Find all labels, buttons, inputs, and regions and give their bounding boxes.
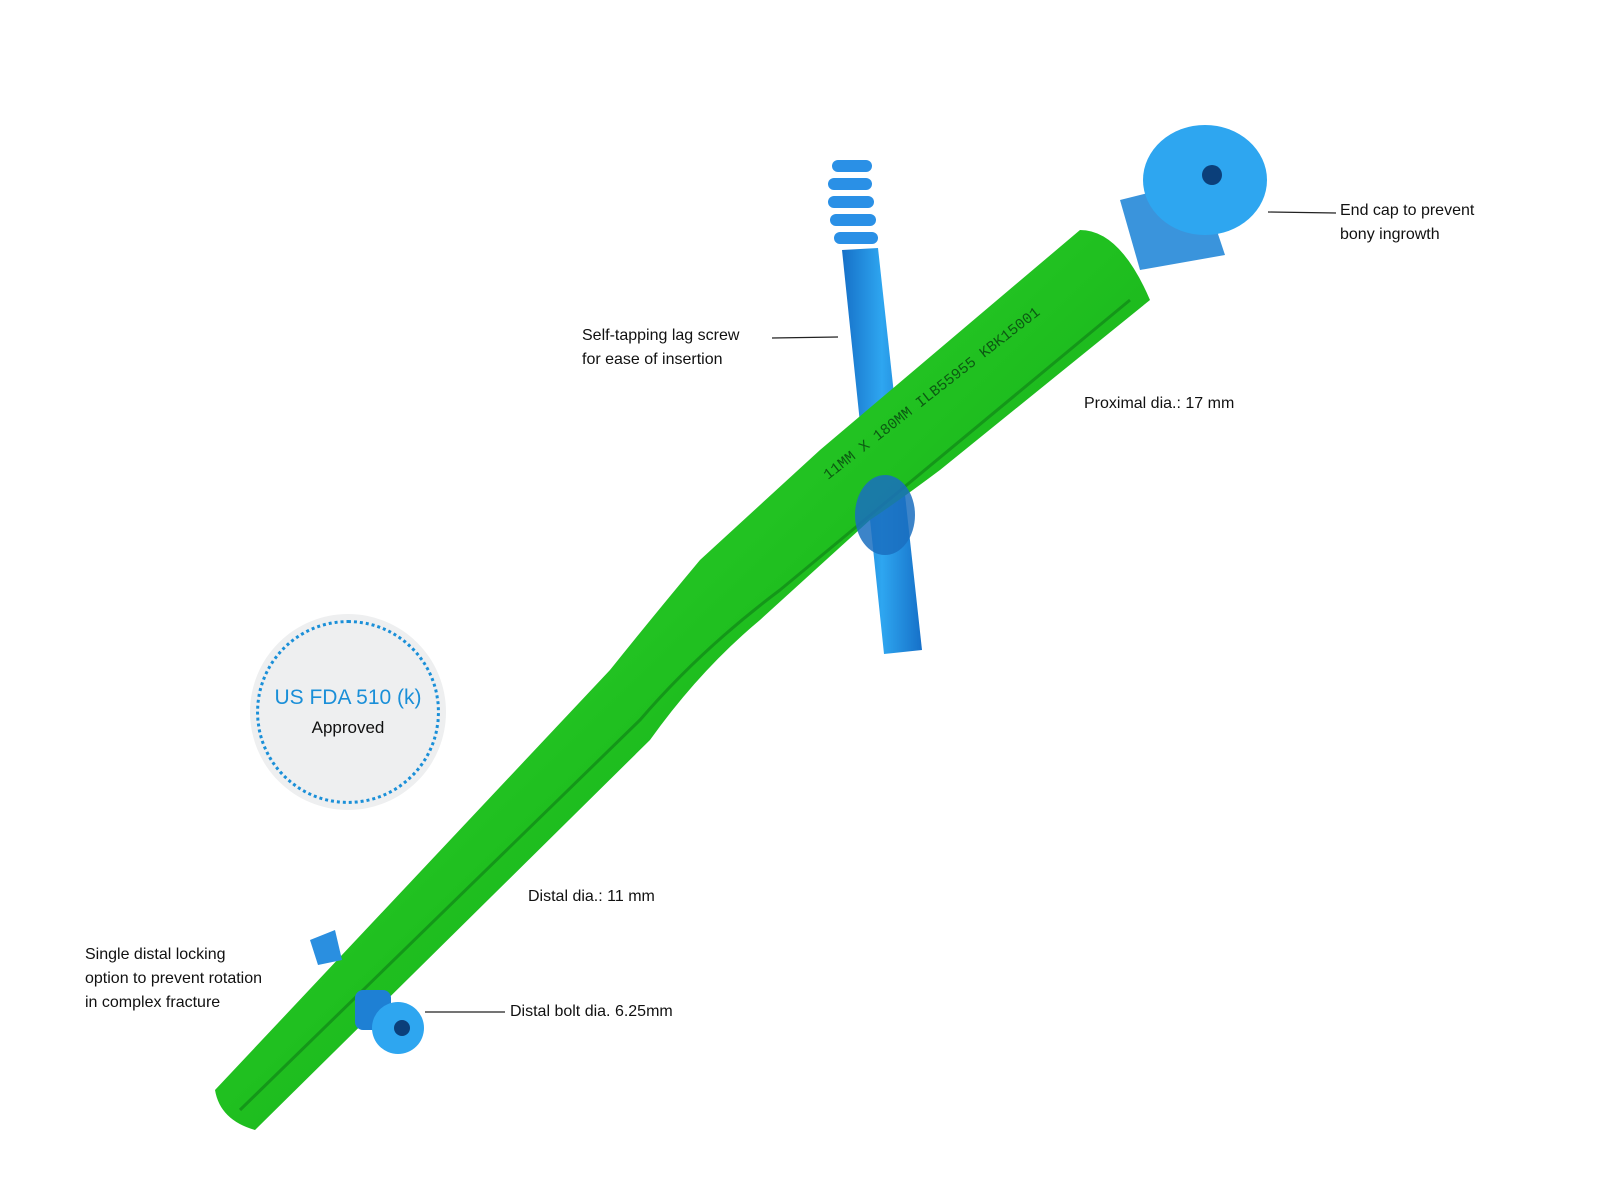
label-line: for ease of insertion: [582, 351, 723, 368]
distal-bolt: [310, 930, 424, 1054]
label-line: Single distal locking: [85, 946, 226, 963]
distal-diameter-label: Distal dia.: 11 mm: [528, 888, 655, 905]
label-line: End cap to prevent: [1340, 202, 1475, 219]
seal-dotted-ring: [256, 620, 440, 804]
label-line: Self-tapping lag screw: [582, 327, 740, 344]
fda-approval-seal: US FDA 510 (k) Approved: [250, 614, 446, 810]
label-line: option to prevent rotation: [85, 970, 263, 987]
end-cap-label: End cap to prevent bony ingrowth: [1340, 199, 1474, 247]
seal-subtitle: Approved: [311, 718, 385, 737]
label-line: bony ingrowth: [1340, 226, 1440, 243]
label-line: in complex fracture: [85, 994, 221, 1011]
seal-title: US FDA 510 (k): [274, 686, 422, 709]
leader-lines: [425, 211, 1337, 1013]
end-cap: [1120, 125, 1267, 270]
lag-screw-label: Self-tapping lag screw for ease of inser…: [582, 324, 739, 372]
proximal-diameter-label: Proximal dia.: 17 mm: [1084, 395, 1235, 412]
distal-bolt-label: Distal bolt dia. 6.25mm: [510, 1003, 673, 1020]
distal-locking-label: Single distal locking option to prevent …: [85, 943, 262, 1015]
